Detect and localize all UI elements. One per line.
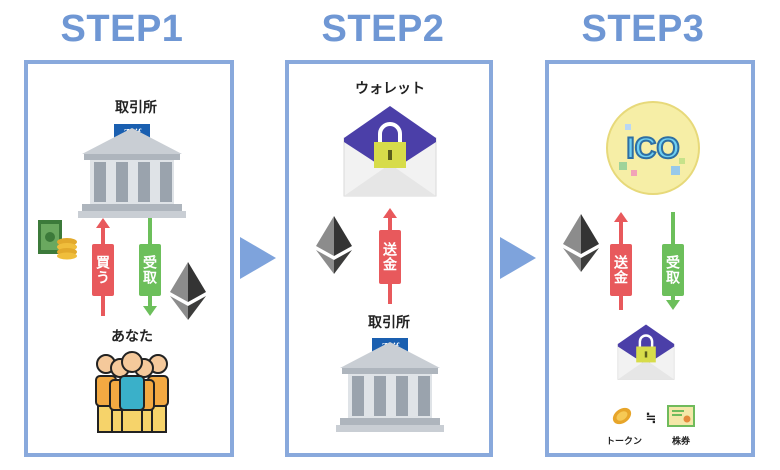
wallet-label: ウォレット bbox=[355, 80, 425, 96]
exchange-label: 取引所 bbox=[368, 314, 410, 330]
step3-title: STEP3 bbox=[581, 8, 705, 50]
money-icon bbox=[38, 220, 77, 260]
ico-badge-icon: ICO bbox=[606, 101, 700, 195]
step1-title: STEP1 bbox=[60, 8, 184, 50]
buy-label: 買う bbox=[92, 244, 114, 296]
token-label: トークン bbox=[605, 436, 642, 446]
token-icon bbox=[612, 407, 632, 425]
people-icon bbox=[95, 351, 169, 433]
ethereum-icon bbox=[316, 216, 352, 274]
send-label: 送金 bbox=[379, 230, 401, 284]
next-arrow-icon bbox=[240, 237, 276, 279]
send-label: 送金 bbox=[610, 244, 632, 296]
exchange-label: 取引所 bbox=[115, 99, 157, 115]
ico-label: ICO bbox=[626, 132, 679, 165]
certificate-icon bbox=[667, 405, 695, 427]
stock-label: 株券 bbox=[671, 436, 690, 446]
next-arrow-icon bbox=[500, 237, 536, 279]
bank-icon: Zaif bbox=[336, 338, 444, 432]
receive-label: 受取 bbox=[662, 244, 684, 296]
envelope-lock-icon bbox=[617, 324, 675, 380]
bank-icon: Zaif bbox=[78, 124, 186, 218]
receive-label: 受取 bbox=[139, 244, 161, 296]
envelope-lock-icon bbox=[343, 106, 437, 197]
you-label: あなた bbox=[111, 328, 153, 344]
ethereum-icon bbox=[563, 214, 599, 272]
step2-title: STEP2 bbox=[321, 8, 445, 50]
approx-symbol: ≒ bbox=[645, 410, 657, 425]
ethereum-icon bbox=[170, 262, 206, 320]
